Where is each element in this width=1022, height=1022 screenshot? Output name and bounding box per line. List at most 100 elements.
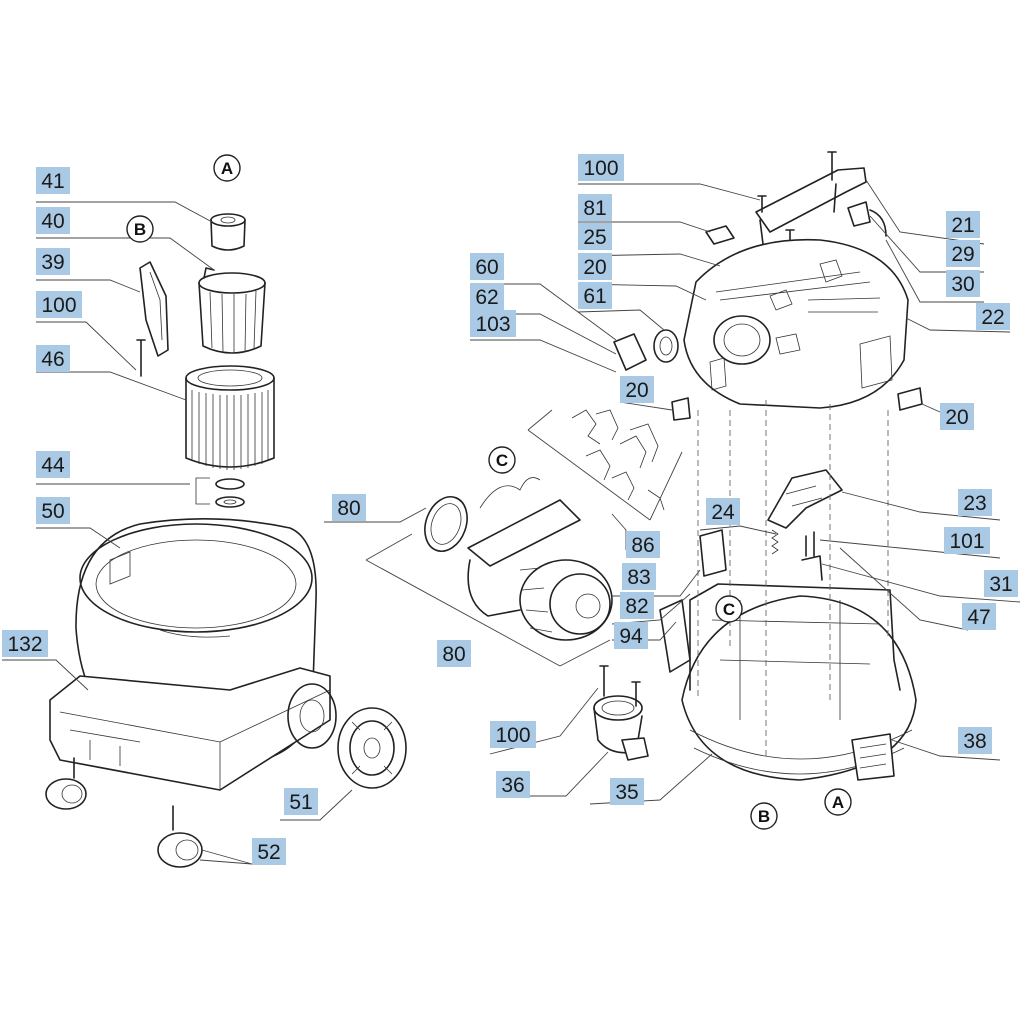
- part-label-29: 29: [946, 240, 980, 267]
- part-label-51: 51: [284, 788, 318, 815]
- svg-text:83: 83: [627, 566, 650, 589]
- part-label-100-adapter: 100: [490, 721, 536, 748]
- lower-chassis-drawing: [659, 583, 917, 781]
- part-label-61: 61: [578, 282, 612, 309]
- sensor-drawing: [801, 531, 823, 581]
- right-assembly: [613, 151, 923, 781]
- filter-cage-drawing: [198, 267, 266, 354]
- clips-group-outline: [527, 409, 683, 521]
- svg-text:35: 35: [615, 781, 638, 804]
- svg-text:86: 86: [631, 534, 654, 557]
- svg-text:39: 39: [41, 251, 64, 274]
- svg-text:60: 60: [475, 256, 498, 279]
- switch-drawing: [705, 225, 735, 245]
- left-assembly: [45, 213, 407, 868]
- washer-bracket: [195, 477, 210, 505]
- plate-right-drawing: [897, 387, 923, 411]
- part-label-21: 21: [946, 211, 980, 238]
- ref-marker-a-top: A: [213, 154, 241, 182]
- motor-head-housing-drawing: [683, 238, 909, 409]
- ref-marker-b-bottom: B: [750, 802, 778, 830]
- part-label-81: 81: [578, 194, 612, 221]
- svg-text:82: 82: [625, 595, 648, 618]
- part-label-83: 83: [622, 563, 656, 590]
- part-label-60: 60: [470, 253, 504, 280]
- part-label-47: 47: [962, 603, 996, 630]
- part-label-94: 94: [614, 622, 648, 649]
- svg-text:38: 38: [963, 730, 986, 753]
- svg-text:C: C: [496, 451, 508, 470]
- screw-drawing: [136, 339, 146, 377]
- cable-gland-drawing: [613, 329, 679, 371]
- svg-text:25: 25: [583, 226, 606, 249]
- middle-assembly: [365, 409, 683, 761]
- leader-lines: [2, 179, 1021, 865]
- part-label-80-lower: 80: [437, 640, 471, 667]
- part-label-86: 86: [626, 531, 660, 558]
- svg-text:81: 81: [583, 197, 606, 220]
- motor-group-outline: [365, 533, 611, 667]
- svg-text:100: 100: [495, 724, 530, 747]
- svg-text:20: 20: [945, 406, 968, 429]
- svg-text:31: 31: [989, 573, 1012, 596]
- part-label-100-handle: 100: [578, 154, 624, 181]
- part-label-20-front: 20: [620, 376, 654, 403]
- part-label-103: 103: [470, 310, 516, 337]
- svg-text:80: 80: [442, 643, 465, 666]
- svg-text:A: A: [221, 159, 233, 178]
- svg-text:B: B: [758, 807, 770, 826]
- svg-text:23: 23: [963, 492, 986, 515]
- wheel-drawing: [337, 707, 407, 789]
- svg-text:132: 132: [7, 633, 42, 656]
- motor-drawing: [467, 499, 613, 641]
- part-label-24: 24: [706, 498, 740, 525]
- svg-text:C: C: [723, 600, 735, 619]
- part-label-25: 25: [578, 223, 612, 250]
- clip-drawing: [139, 261, 169, 357]
- svg-text:51: 51: [289, 791, 312, 814]
- part-label-20-top: 20: [578, 253, 612, 280]
- part-label-30: 30: [946, 270, 980, 297]
- svg-text:61: 61: [583, 285, 606, 308]
- plate-front-drawing: [671, 397, 691, 421]
- svg-text:80: 80: [337, 497, 360, 520]
- part-label-46: 46: [36, 345, 70, 372]
- svg-text:20: 20: [583, 256, 606, 279]
- base-cart-drawing: [49, 667, 337, 791]
- part-label-36: 36: [496, 771, 530, 798]
- svg-text:44: 44: [41, 454, 65, 477]
- filter-cap-drawing: [210, 213, 246, 251]
- part-label-20-right: 20: [940, 403, 974, 430]
- part-label-52: 52: [252, 838, 286, 865]
- caster-52-drawing: [157, 805, 203, 868]
- ref-marker-b-top: B: [126, 215, 154, 243]
- svg-text:40: 40: [41, 210, 64, 233]
- part-labels: 41 40 39 100 46 44 50 132 51 52 80 80 86…: [2, 154, 1018, 865]
- svg-text:30: 30: [951, 273, 974, 296]
- ref-marker-c-base: C: [715, 595, 743, 623]
- caster-left-drawing: [45, 757, 87, 810]
- part-label-31: 31: [984, 570, 1018, 597]
- svg-text:21: 21: [951, 214, 974, 237]
- svg-text:20: 20: [625, 379, 648, 402]
- svg-text:62: 62: [475, 286, 498, 309]
- svg-text:A: A: [832, 793, 844, 812]
- part-label-38: 38: [958, 727, 992, 754]
- part-label-39: 39: [36, 248, 70, 275]
- part-label-40: 40: [36, 207, 70, 234]
- svg-text:103: 103: [475, 313, 510, 336]
- handle-screws-drawing: [757, 151, 837, 251]
- handle-drawing: [755, 167, 867, 253]
- ref-marker-c-mid: C: [488, 446, 516, 474]
- cable-clips-drawing: [571, 409, 665, 511]
- part-label-80-upper: 80: [332, 494, 366, 521]
- part-label-23: 23: [958, 489, 992, 516]
- hose-adapter-drawing: [593, 695, 649, 761]
- motor-wire-drawing: [479, 477, 541, 509]
- gasket-ring-drawing: [424, 496, 468, 552]
- part-label-132: 132: [2, 630, 48, 657]
- svg-text:100: 100: [583, 157, 618, 180]
- hose-clip-drawing: [847, 201, 887, 237]
- svg-text:24: 24: [711, 501, 735, 524]
